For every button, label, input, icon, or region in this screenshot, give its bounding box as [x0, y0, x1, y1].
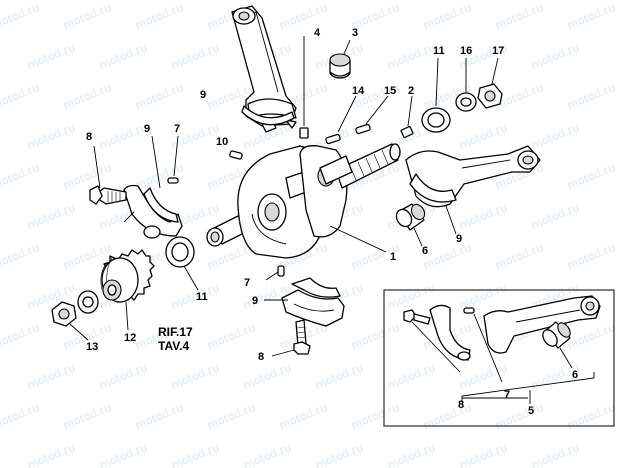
pins-14-15: [325, 95, 389, 145]
callout-11-right: 11: [433, 45, 445, 57]
callout-5: 5: [528, 405, 535, 417]
callout-12: 12: [124, 332, 137, 344]
callout-9-left: 9: [144, 123, 151, 135]
nut-13: [51, 301, 89, 341]
bearing-shell-upper: [241, 105, 295, 126]
callout-16: 16: [460, 45, 473, 57]
callout-14: 14: [352, 85, 365, 97]
seal-11-right: [421, 57, 451, 133]
callout-3: 3: [352, 27, 359, 39]
callout-2: 2: [408, 85, 415, 97]
bushing-6: [395, 203, 426, 247]
callout-15: 15: [384, 85, 397, 97]
bushing-3: [329, 39, 351, 79]
dowel-7-left: [167, 135, 179, 184]
bolt-2: [400, 95, 414, 139]
callout-17: 17: [492, 45, 505, 57]
callout-11-left: 11: [196, 291, 208, 303]
gear-12: [100, 249, 155, 331]
reference-note: RIF.17 TAV.4: [158, 325, 193, 354]
bolt-8-left: [89, 145, 127, 205]
callout-6-box: 6: [572, 369, 579, 381]
washer-16: [455, 58, 477, 112]
callout-10: 10: [216, 136, 229, 148]
washer-12: [77, 290, 99, 314]
connecting-rod-right: [405, 145, 541, 235]
assembly-box: [383, 289, 615, 427]
bearing-cap-left: [123, 135, 183, 239]
callout-9-lower: 9: [252, 295, 259, 307]
callout-6-center: 6: [422, 245, 429, 257]
bearing-cap-lower: [264, 289, 345, 327]
callout-9-right: 9: [456, 233, 463, 245]
callout-8-box: 8: [458, 399, 465, 411]
callout-4: 4: [314, 27, 321, 39]
connecting-rod-upper: [231, 5, 297, 133]
callout-9-upper: 9: [200, 89, 207, 101]
callout-7-left: 7: [174, 123, 181, 135]
pin-10: [229, 150, 243, 160]
crankshaft: [206, 143, 401, 259]
callout-1: 1: [390, 251, 397, 263]
dowel-7-center: [265, 265, 285, 281]
seal-11-left: [165, 236, 199, 291]
callout-13: 13: [86, 341, 99, 353]
bolt-4: [299, 36, 309, 139]
reference-line-2: TAV.4: [158, 338, 190, 353]
nut-17: [477, 57, 503, 109]
callout-7-center: 7: [244, 277, 251, 289]
callout-8-lower: 8: [258, 351, 265, 363]
reference-line-1: RIF.17: [158, 325, 193, 339]
callout-7-box: 7: [504, 389, 511, 401]
callout-8-left: 8: [86, 131, 93, 143]
bolt-8-lower: [271, 319, 311, 357]
bearing-shell-lower: [291, 277, 341, 298]
